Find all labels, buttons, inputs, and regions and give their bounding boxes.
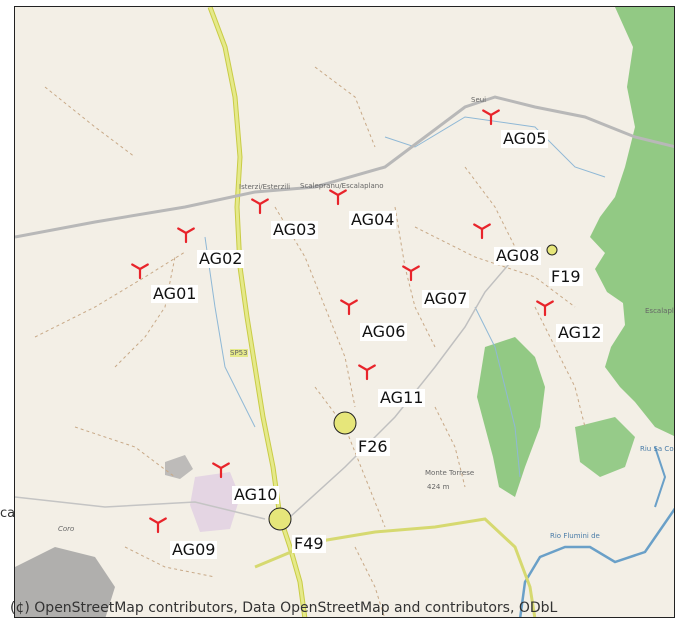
receptor-label-f19: F19 [549, 267, 583, 286]
forest-area-valley [477, 337, 545, 497]
map-frame[interactable]: Seui Isterzi/Esterzili Scalepranu/Escala… [14, 6, 675, 618]
forest-area-south [575, 417, 635, 477]
road-grey-diagonal [289, 256, 516, 518]
turbine-icon-ag04[interactable] [329, 189, 347, 206]
river-east [654, 446, 667, 508]
turbine-icon-ag07[interactable] [402, 265, 420, 282]
receptor-label-f49: F49 [292, 534, 326, 553]
road-grey-west [15, 496, 266, 520]
place-label-seui: Seui [471, 96, 487, 104]
place-label-coro: Coro [58, 525, 75, 533]
place-label-rio: Rio Flumini de [550, 532, 600, 540]
turbine-icon-ag01[interactable] [131, 263, 149, 280]
turbine-icon-ag02[interactable] [177, 227, 195, 244]
turbine-label-ag11: AG11 [378, 388, 426, 407]
turbine-label-ag05: AG05 [501, 129, 549, 148]
stream-north [384, 116, 606, 178]
turbine-label-ag12: AG12 [556, 323, 604, 342]
turbine-icon-ag11[interactable] [358, 364, 376, 381]
turbine-label-ag01: AG01 [151, 284, 199, 303]
map-attribution: (¢) OpenStreetMap contributors, Data Ope… [10, 600, 558, 616]
turbine-icon-ag06[interactable] [340, 299, 358, 316]
receptor-marker-f26[interactable] [333, 411, 357, 435]
rock-area [165, 455, 193, 479]
receptor-marker-f49[interactable] [268, 507, 292, 531]
receptor-marker-f19[interactable] [546, 244, 558, 256]
industrial-area [190, 472, 240, 532]
turbine-label-ag07: AG07 [422, 289, 470, 308]
turbine-label-ag09: AG09 [170, 540, 218, 559]
place-label-monte: Monte Torrese [425, 469, 475, 477]
receptor-label-f26: F26 [356, 437, 390, 456]
turbine-label-ag06: AG06 [360, 322, 408, 341]
turbine-label-ag02: AG02 [197, 249, 245, 268]
turbine-label-ag03: AG03 [271, 220, 319, 239]
turbine-label-ag10: AG10 [232, 485, 280, 504]
stream-west [204, 236, 256, 428]
road-grey-main [15, 95, 674, 239]
clipped-label: ca [0, 506, 16, 521]
turbine-icon-ag12[interactable] [536, 300, 554, 317]
place-label-riu: Riu Sa Colu [640, 445, 674, 453]
place-label-isterzi: Isterzi/Esterzili [239, 183, 291, 191]
tracks [34, 66, 586, 617]
place-label-escalaplano-side: Escalaplano [645, 307, 674, 315]
forest-area-east [590, 7, 674, 437]
place-label-monte-alt: 424 m [427, 483, 450, 491]
turbine-icon-ag08[interactable] [473, 223, 491, 240]
place-label-scalepranu: Scalepranu/Escalaplano [300, 182, 384, 190]
turbine-label-ag08: AG08 [494, 246, 542, 265]
place-label-sp53: SP53 [230, 349, 248, 357]
marker-layer [131, 109, 558, 534]
quarry-area [15, 547, 115, 617]
stream-valley [474, 306, 521, 478]
turbine-label-ag04: AG04 [349, 210, 397, 229]
road-sp53-core [208, 7, 307, 617]
turbine-icon-ag03[interactable] [251, 198, 269, 215]
turbine-icon-ag10[interactable] [212, 462, 230, 479]
turbine-icon-ag09[interactable] [149, 517, 167, 534]
turbine-icon-ag05[interactable] [482, 109, 500, 126]
